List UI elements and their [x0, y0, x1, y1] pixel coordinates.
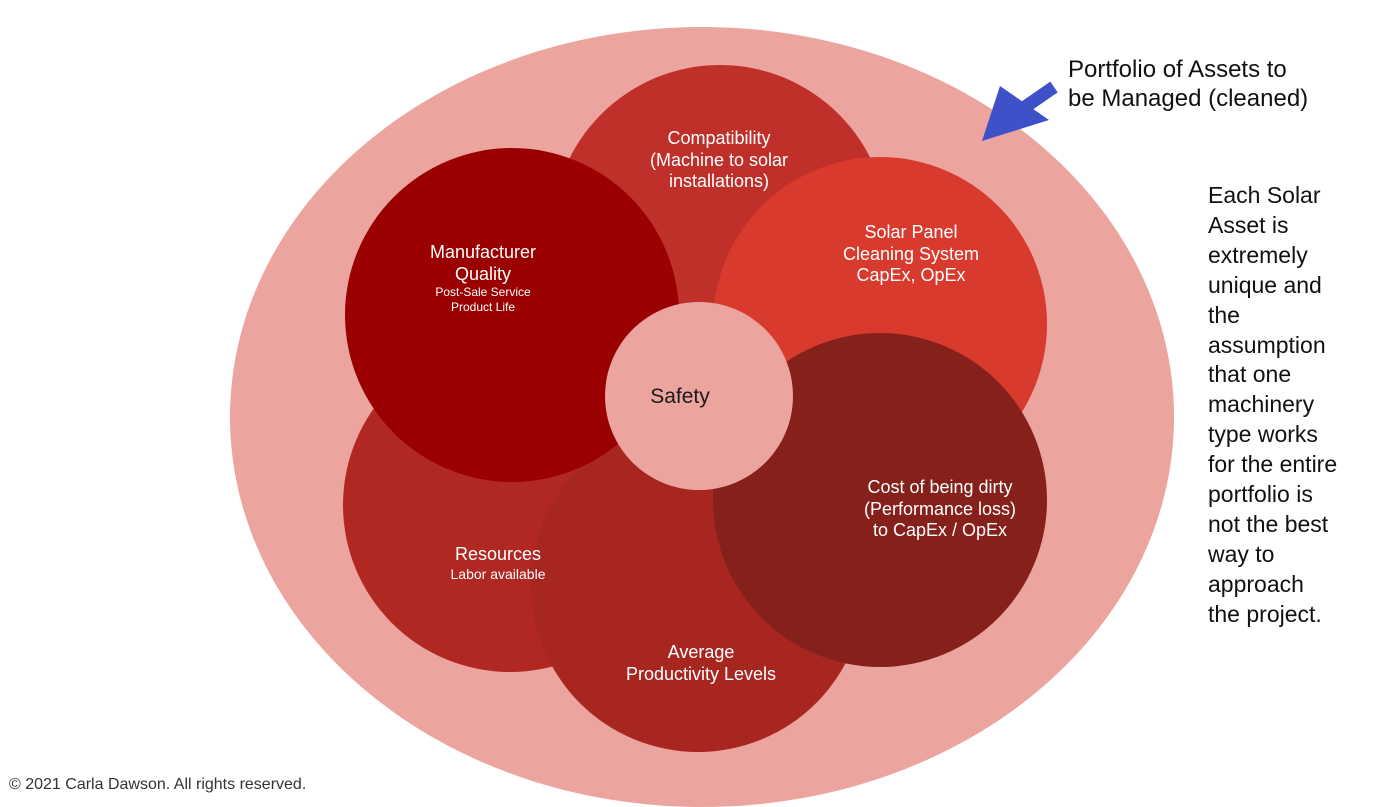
side-note-line: extremely — [1208, 241, 1308, 268]
side-note-line: unique and — [1208, 271, 1322, 298]
compatibility-label: Compatibility (Machine to solar installa… — [649, 128, 789, 192]
side-note-line: the — [1208, 301, 1240, 328]
safety-label: Safety — [650, 385, 710, 408]
side-note-line: assumption — [1208, 331, 1326, 358]
cost-dirty-circle — [713, 333, 1047, 667]
side-note-line: approach — [1208, 570, 1304, 597]
side-note-line: that one — [1208, 361, 1292, 388]
safety-circle — [605, 302, 793, 490]
cost-dirty-label: Cost of being dirty (Performance loss) t… — [863, 477, 1017, 541]
side-note-line: for the entire — [1208, 451, 1338, 478]
manufacturer-label: Manufacturer Quality Post-Sale Service P… — [429, 242, 537, 315]
resources-label: Resources Labor available — [450, 544, 546, 582]
side-note-line: Asset is — [1208, 211, 1289, 238]
portfolio-label: Portfolio of Assets to be Managed (clean… — [1068, 56, 1309, 113]
side-note-line: Each Solar — [1208, 182, 1321, 208]
side-note-line: portfolio is — [1208, 481, 1313, 508]
side-note-line: machinery — [1208, 391, 1315, 418]
arrow-icon — [982, 81, 1058, 141]
side-note-line: the project. — [1208, 600, 1322, 627]
manufacturer-circle — [345, 148, 679, 482]
copyright-text: © 2021 Carla Dawson. All rights reserved… — [9, 776, 307, 793]
side-note-line: way to — [1208, 540, 1275, 567]
productivity-label: Average Productivity Levels — [625, 642, 777, 684]
side-note-line: type works — [1208, 421, 1318, 448]
solar-panel-label: Solar Panel Cleaning System CapEx, OpEx — [842, 222, 980, 286]
side-note-line: not the best — [1208, 510, 1329, 537]
